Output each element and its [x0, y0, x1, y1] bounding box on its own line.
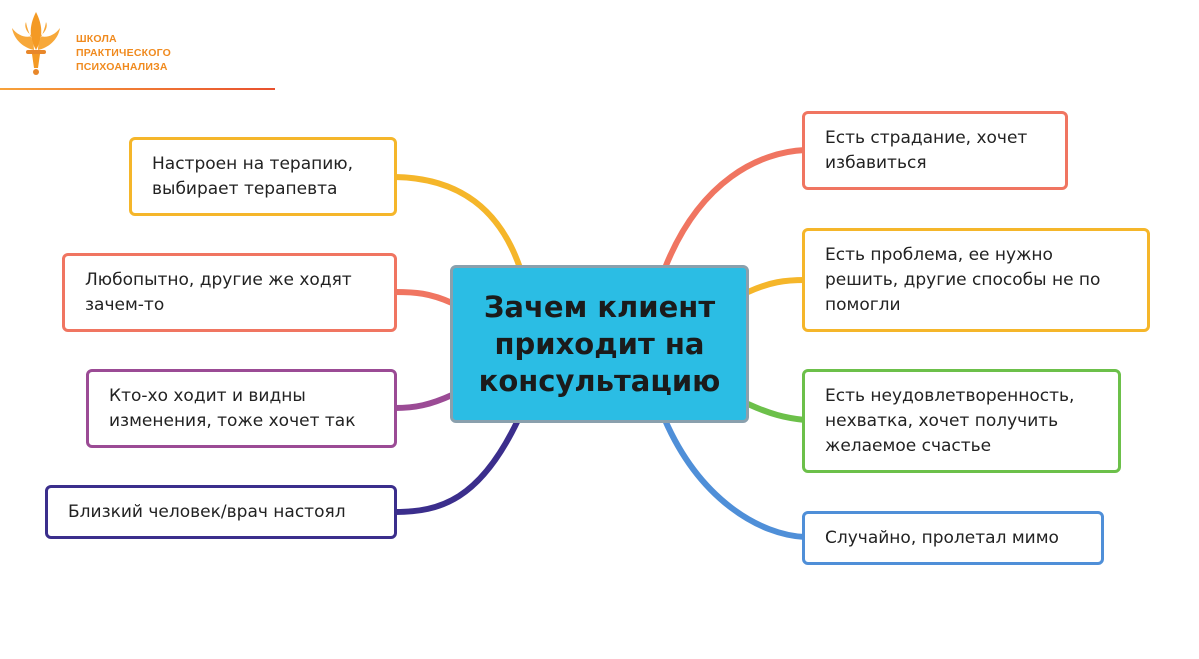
connector-left-1 — [392, 174, 523, 271]
school-logo: ШКОЛА ПРАКТИЧЕСКОГО ПСИХОАНАЛИЗА — [6, 10, 171, 80]
node-text: Близкий человек/врач настоял — [68, 501, 346, 522]
connector-left-4 — [392, 417, 521, 515]
fleur-de-lis-icon — [12, 12, 60, 75]
logo-text: ШКОЛА ПРАКТИЧЕСКОГО ПСИХОАНАЛИЗА — [76, 32, 171, 74]
connector-right-4 — [662, 417, 808, 540]
connector-right-3 — [745, 401, 808, 423]
node-accidental: Случайно, пролетал мимо — [802, 511, 1104, 565]
connector-left-3 — [392, 392, 455, 411]
logo-line: ПРАКТИЧЕСКОГО — [76, 47, 171, 59]
node-text: Любопытно, другие же ходят зачем-то — [85, 269, 352, 315]
node-text: Есть страдание, хочет избавиться — [825, 127, 1028, 173]
node-text: Есть проблема, ее нужно решить, другие с… — [825, 244, 1101, 315]
connector-right-1 — [662, 147, 808, 271]
connector-left-2 — [392, 289, 455, 306]
central-topic: Зачем клиент приходит на консультацию — [450, 265, 749, 423]
node-text: Случайно, пролетал мимо — [825, 527, 1059, 548]
node-dissatisfaction: Есть неудовлетворенность, нехватка, хоче… — [802, 369, 1121, 473]
node-tuned-for-therapy: Настроен на терапию, выбирает терапевта — [129, 137, 397, 216]
node-sees-changes: Кто-хо ходит и видны изменения, тоже хоч… — [86, 369, 397, 448]
header-divider — [0, 88, 275, 90]
central-topic-title: Зачем клиент приходит на консультацию — [478, 289, 721, 398]
node-text: Есть неудовлетворенность, нехватка, хоче… — [825, 385, 1075, 456]
node-suffering: Есть страдание, хочет избавиться — [802, 111, 1068, 190]
logo-line: ШКОЛА — [76, 33, 117, 45]
node-curious: Любопытно, другие же ходят зачем-то — [62, 253, 397, 332]
logo-line: ПСИХОАНАЛИЗА — [76, 61, 168, 73]
node-text: Настроен на терапию, выбирает терапевта — [152, 153, 354, 199]
connector-right-2 — [745, 277, 808, 295]
node-problem: Есть проблема, ее нужно решить, другие с… — [802, 228, 1150, 332]
node-close-person-insisted: Близкий человек/врач настоял — [45, 485, 397, 539]
node-text: Кто-хо ходит и видны изменения, тоже хоч… — [109, 385, 356, 431]
